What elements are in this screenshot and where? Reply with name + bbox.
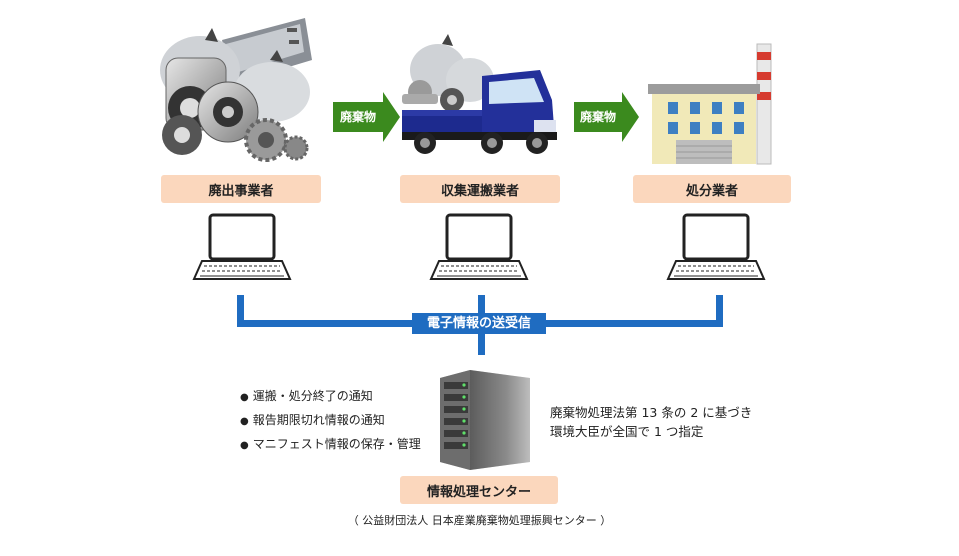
designation-line-1: 廃棄物処理法第 13 条の 2 に基づき [550,405,753,420]
designation-line-2: 環境大臣が全国で 1 つ指定 [550,424,704,439]
truck-icon [402,34,557,154]
factory-icon [648,43,772,165]
center-function-item: マニフェスト情報の保存・管理 [240,433,421,457]
actor-label-transporter: 収集運搬業者 [400,175,560,203]
laptop-icon-transporter [429,213,529,280]
laptop-icon-disposer [666,213,766,280]
flow-arrow-2: 廃棄物 [574,92,639,142]
waste-pile-icon [160,18,312,162]
flow-arrow-2-label: 廃棄物 [580,109,616,124]
center-label: 情報処理センター [400,476,558,504]
network-label: 電子情報の送受信 [426,316,531,331]
server-icon [440,370,530,470]
actor-label-disposer: 処分業者 [633,175,791,203]
organization-name: （ 公益財団法人 日本産業廃棄物処理振興センター ） [347,514,612,527]
center-function-item: 報告期限切れ情報の通知 [240,409,421,433]
flow-arrow-1: 廃棄物 [333,92,400,142]
network-lines [237,295,723,355]
center-function-item: 運搬・処分終了の通知 [240,385,421,409]
center-function-list: 運搬・処分終了の通知 報告期限切れ情報の通知 マニフェスト情報の保存・管理 [240,385,421,457]
actor-label-generator: 廃出事業者 [161,175,321,203]
laptop-icon-generator [192,213,292,280]
designation-text: 廃棄物処理法第 13 条の 2 に基づき 環境大臣が全国で 1 つ指定 [550,403,752,441]
flow-arrow-1-label: 廃棄物 [340,109,376,124]
